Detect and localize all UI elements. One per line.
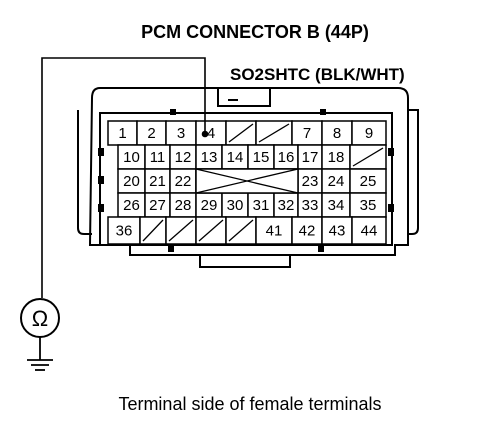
- terminal-number: 42: [299, 223, 316, 240]
- terminal-number: 21: [149, 173, 166, 190]
- blanked-block-cross: [195, 168, 299, 194]
- terminal-number: 12: [175, 149, 192, 166]
- terminal-number: 8: [333, 125, 341, 142]
- terminal-cell: [321, 216, 353, 245]
- ground-icon: [27, 337, 53, 371]
- diagram-caption: Terminal side of female terminals: [118, 394, 381, 414]
- probe-wire: [41, 57, 209, 298]
- unused-terminal-slash: [228, 123, 254, 143]
- terminal-number: 31: [253, 197, 270, 214]
- terminal-number: 11: [150, 149, 166, 166]
- terminal-cell: [351, 120, 387, 146]
- terminal-number: 43: [329, 223, 346, 240]
- terminal-number: 3: [177, 125, 185, 142]
- terminal-number: 41: [266, 223, 283, 240]
- terminal-number: 24: [328, 173, 345, 190]
- unused-terminal-slash: [352, 147, 384, 167]
- terminal-cell: [297, 144, 323, 170]
- terminal-number: 34: [328, 197, 345, 214]
- wire-color: (BLK/WHT): [315, 65, 405, 84]
- terminal-number: 2: [147, 125, 155, 142]
- terminal-number: 44: [361, 223, 378, 240]
- terminal-number: 35: [360, 197, 377, 214]
- terminal-cell: [195, 120, 227, 146]
- terminal-cell: [247, 144, 275, 170]
- wire-signal-name: SO2SHTC: [230, 65, 310, 84]
- terminal-cell: [117, 144, 146, 170]
- terminal-cell: [144, 144, 171, 170]
- terminal-number: 17: [302, 149, 319, 166]
- terminal-number: 18: [328, 149, 345, 166]
- terminal-number: 26: [123, 197, 140, 214]
- terminal-number: 15: [253, 149, 270, 166]
- terminal-cell: [255, 216, 293, 245]
- terminal-number: 32: [278, 197, 295, 214]
- terminal-number: 23: [302, 173, 319, 190]
- terminal-number: 22: [175, 173, 192, 190]
- terminal-number: 36: [116, 223, 133, 240]
- terminal-number: 33: [302, 197, 319, 214]
- meter-symbol: Ω: [32, 306, 48, 331]
- terminal-cell: [169, 144, 197, 170]
- terminal-number: 13: [201, 149, 218, 166]
- terminal-number: 25: [360, 173, 377, 190]
- terminal-number: 29: [201, 197, 218, 214]
- terminal-cell: [351, 216, 387, 245]
- terminal-number: 9: [365, 125, 373, 142]
- unused-terminal-slash: [142, 219, 164, 242]
- terminal-number: 4: [207, 125, 215, 142]
- terminal-number: 27: [149, 197, 166, 214]
- unused-terminal-slash: [198, 219, 224, 242]
- terminal-cell: [107, 216, 141, 245]
- terminal-cell: [144, 192, 171, 218]
- terminal-cell: [247, 192, 275, 218]
- terminal-number: 10: [123, 149, 140, 166]
- terminal-number: 1: [118, 125, 126, 142]
- terminal-number: 14: [227, 149, 244, 166]
- terminal-cell: [195, 144, 223, 170]
- housing-latch-marks: [98, 109, 394, 252]
- terminal-number: 7: [303, 125, 311, 142]
- wire-label: SO2SHTC (BLK/WHT): [230, 65, 405, 84]
- unused-terminal-slash: [258, 123, 290, 143]
- terminal-cell: [221, 144, 249, 170]
- terminal-number: 16: [278, 149, 295, 166]
- terminal-number: 30: [227, 197, 244, 214]
- terminal-number: 28: [175, 197, 192, 214]
- diagram-title: PCM CONNECTOR B (44P): [141, 22, 369, 42]
- ohmmeter-icon: Ω: [20, 298, 60, 338]
- unused-terminal-slash: [168, 219, 194, 242]
- unused-terminal-slash: [228, 219, 254, 242]
- terminal-number: 20: [123, 173, 140, 190]
- terminal-cell: [291, 120, 323, 146]
